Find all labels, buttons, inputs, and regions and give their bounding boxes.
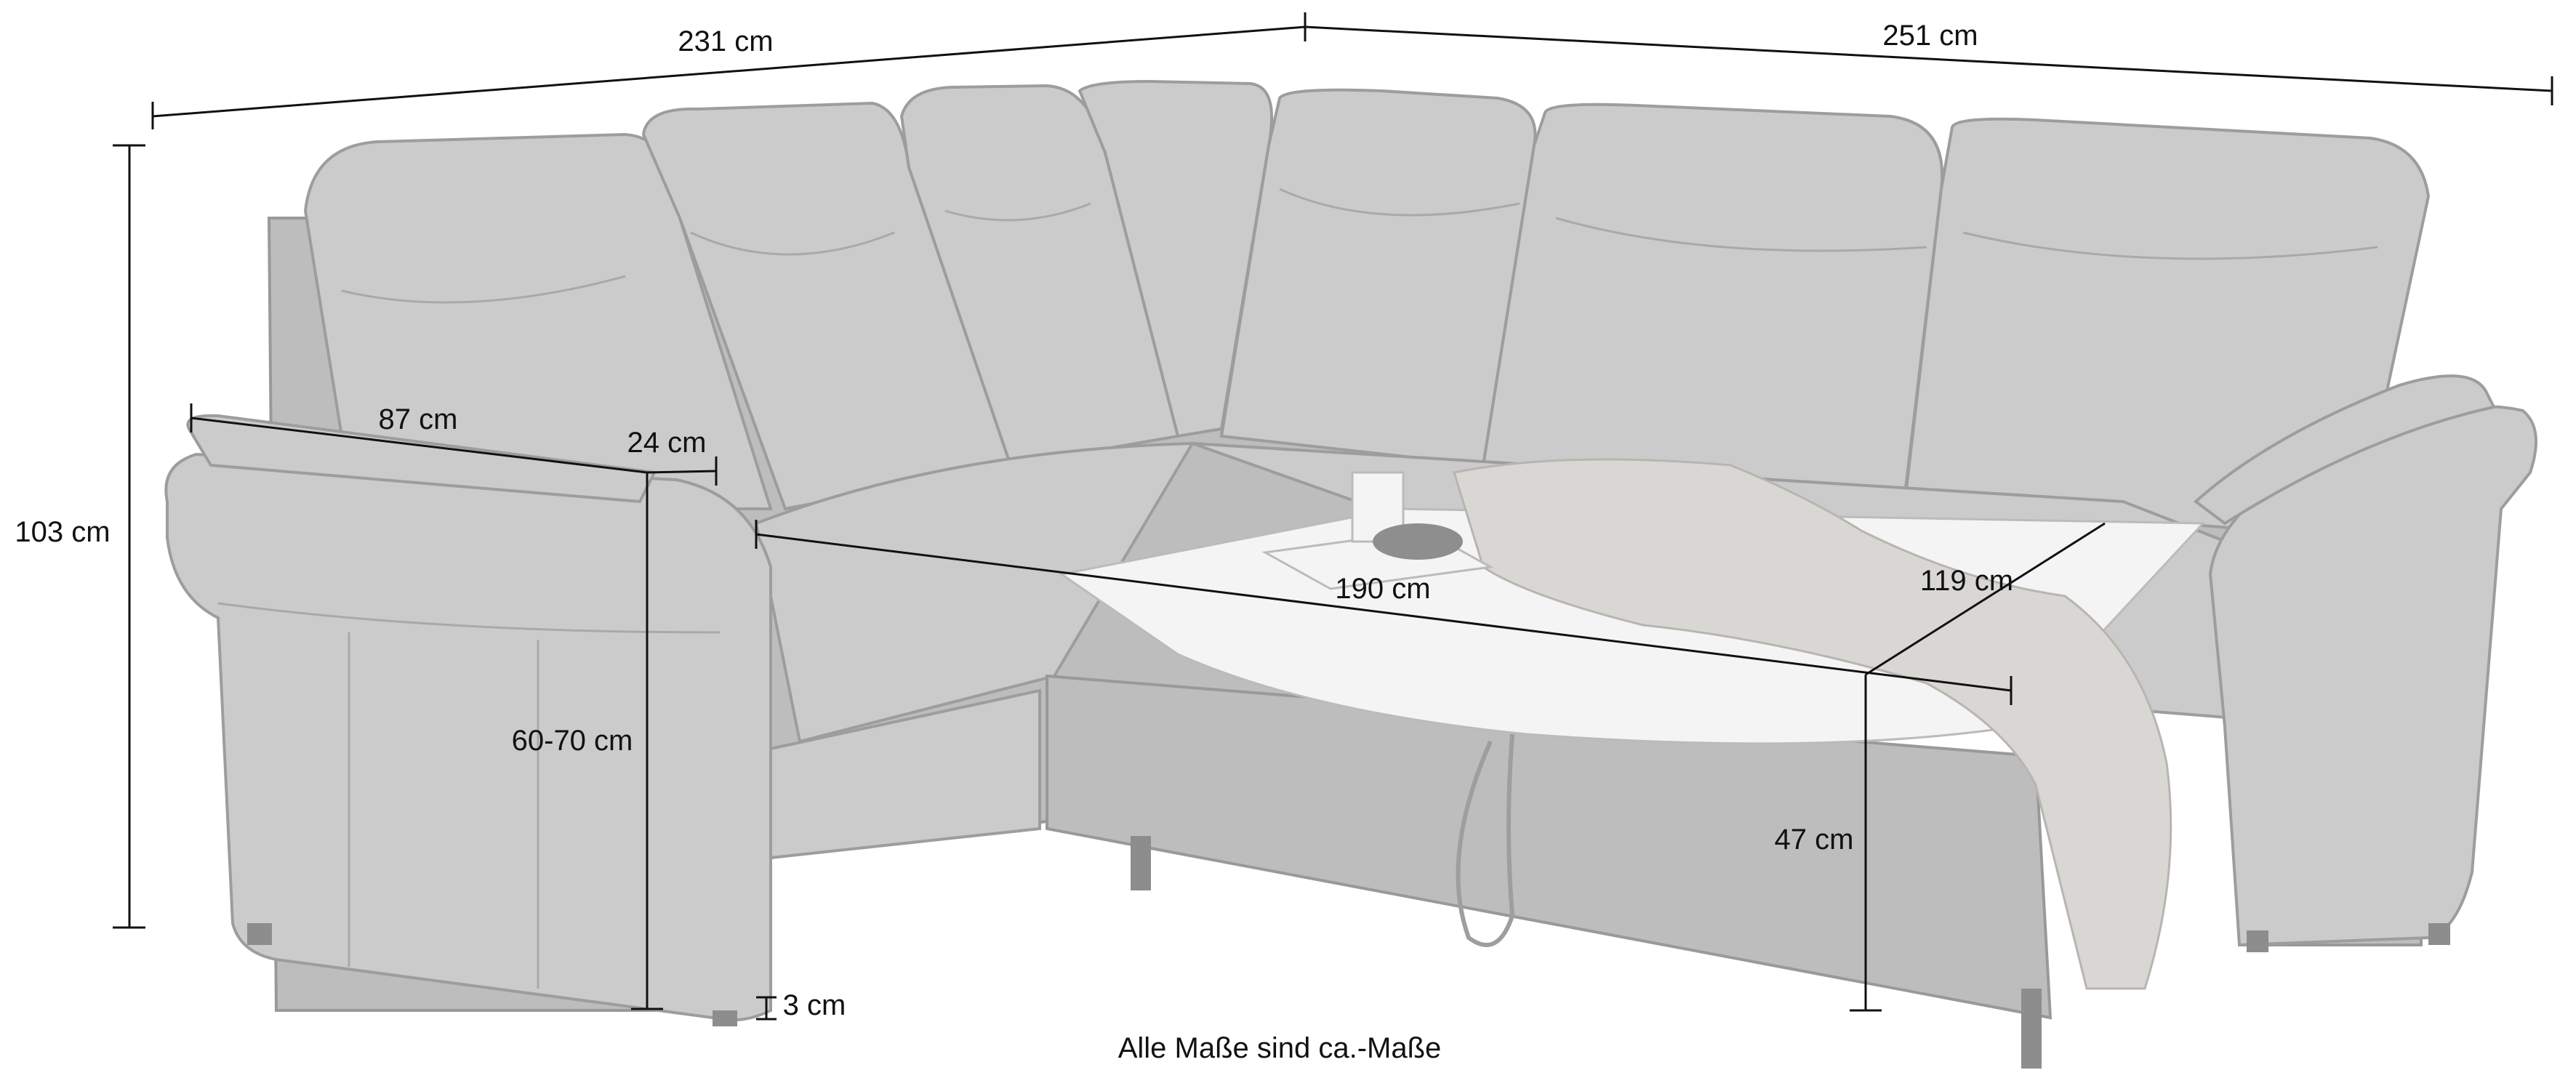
right-foot-2	[2428, 923, 2450, 945]
label-width-left: 231 cm	[678, 25, 773, 57]
throw-blanket	[1453, 458, 2172, 990]
label-width-right: 251 cm	[1882, 20, 1978, 52]
label-height-total: 103 cm	[15, 516, 110, 548]
label-armrest-depth: 87 cm	[379, 403, 458, 435]
dim-line-251	[1304, 25, 2553, 92]
label-bed-length: 190 cm	[1335, 573, 1430, 605]
bowl	[1373, 523, 1463, 560]
left-foot-2	[713, 1010, 737, 1026]
label-foot-height: 3 cm	[783, 989, 846, 1021]
label-bed-width: 119 cm	[1920, 565, 2013, 597]
right-foot-1	[2247, 930, 2268, 952]
dim-line-87	[190, 417, 648, 474]
dimension-labels: 231 cm 251 cm 103 cm 87 cm 24 cm 60-70 c…	[15, 20, 2013, 1064]
pull-strap	[1456, 733, 1515, 947]
left-armrest-seams	[217, 602, 721, 989]
bed-leg-1	[1131, 836, 1151, 890]
dim-line-231	[152, 25, 1306, 118]
dim-line-190	[755, 533, 2012, 692]
dimension-lines	[113, 12, 2553, 1021]
left-foot-1	[247, 923, 272, 945]
dim-line-119	[1865, 522, 2106, 676]
seat-left	[754, 441, 1195, 744]
label-seat-depth: 60-70 cm	[512, 725, 633, 757]
back-cushion-seams	[341, 188, 2378, 304]
label-bed-height: 47 cm	[1775, 824, 1854, 856]
left-armrest-top	[186, 414, 657, 504]
back-cushion-5	[1219, 88, 1537, 467]
left-armrest	[164, 452, 772, 1022]
corner-sofa-illustration	[164, 79, 2537, 1069]
back-cushion-6	[1481, 102, 1944, 496]
bed-leg-2	[2021, 989, 2042, 1069]
dim-line-24	[646, 470, 717, 474]
right-armrest-top	[2193, 374, 2496, 526]
footnote: Alle Maße sind ca.-Maße	[1118, 1032, 1442, 1064]
label-armrest-width: 24 cm	[627, 427, 707, 459]
